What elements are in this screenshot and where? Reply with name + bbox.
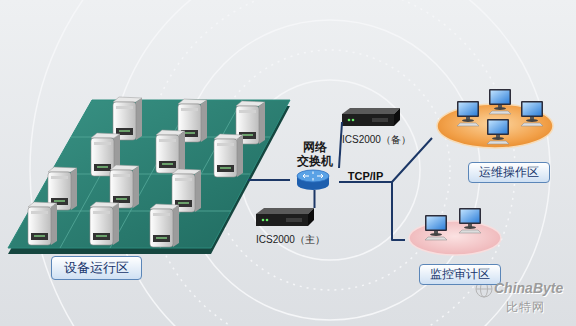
- illustration-part: [156, 130, 185, 173]
- network-link: [248, 179, 290, 181]
- illustration-part: [150, 204, 179, 247]
- connectors: [248, 122, 432, 240]
- watermark: 比特网: [506, 299, 545, 316]
- audit-area: [409, 208, 501, 255]
- server-towers: [28, 97, 265, 247]
- illustration-part: [457, 101, 479, 126]
- illustration-part: [29, 100, 270, 248]
- illustration-part: [110, 0, 550, 326]
- label-holder: ChinaByte: [494, 279, 563, 297]
- illustration-part: [342, 108, 400, 126]
- illustration-part: [489, 89, 511, 114]
- illustration-part: [487, 119, 509, 144]
- label-holder: 比特网: [506, 297, 545, 316]
- device-node: ICS2000（主）: [256, 208, 328, 252]
- illustration-part: [30, 0, 576, 326]
- zone-node: 监控审计区: [405, 200, 515, 288]
- illustration-part: [303, 172, 323, 181]
- area-label: 运维操作区: [468, 162, 550, 183]
- illustration-part: [113, 97, 142, 140]
- protocol-label: TCP/IP: [347, 170, 384, 183]
- zone-node: 设备运行区: [6, 88, 248, 284]
- network-link: [314, 190, 316, 208]
- illustration-part: [110, 165, 139, 208]
- switch-icon: [297, 170, 329, 190]
- illustration-part: [214, 134, 243, 177]
- label-holder: TCP/IP: [347, 166, 384, 184]
- switch-node: 网络 交换机: [290, 140, 339, 190]
- area-label: 监控审计区: [419, 264, 501, 285]
- illustration-part: [297, 170, 329, 182]
- illustration-part: [459, 208, 481, 233]
- network-link: [339, 122, 342, 168]
- illustration-part: [90, 202, 119, 245]
- illustration-part: [521, 101, 543, 126]
- illustration-part: [256, 208, 314, 226]
- device-node: ICS2000（备）: [342, 108, 414, 152]
- area-label: 设备运行区: [51, 256, 142, 280]
- ops-area: [437, 89, 553, 148]
- network-link: [339, 182, 405, 240]
- illustration-part: [8, 100, 290, 248]
- illustration-part: [28, 202, 57, 245]
- illustration-part: [409, 221, 501, 255]
- illustration-part: [425, 215, 447, 240]
- device-label: ICS2000（主）: [256, 234, 325, 246]
- illustration-part: [476, 289, 492, 290]
- background-rings: [30, 0, 576, 326]
- ics-device: [256, 108, 400, 226]
- zone-node: 运维操作区: [432, 86, 560, 186]
- switch-label: 网络 交换机: [290, 140, 339, 168]
- watermark: ChinaByte: [494, 280, 563, 296]
- device-label: ICS2000（备）: [342, 134, 411, 146]
- server-platform: [8, 100, 290, 254]
